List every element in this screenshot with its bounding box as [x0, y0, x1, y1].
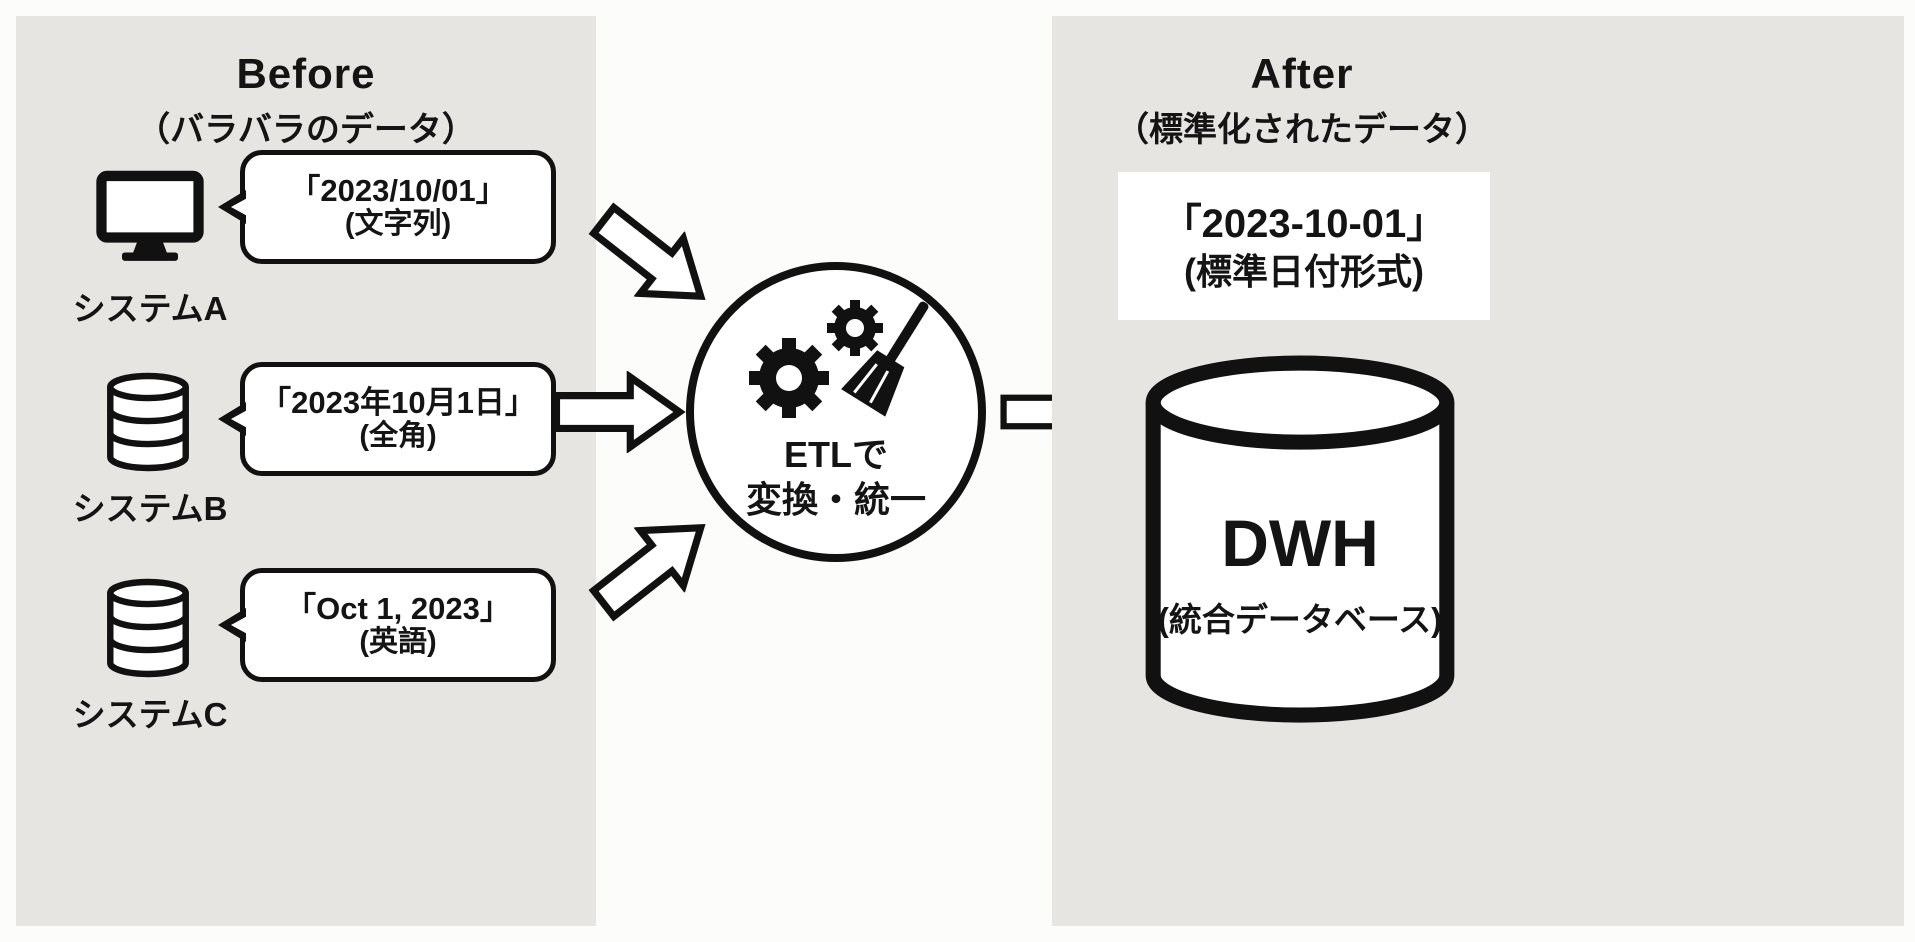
system-b-value: 「2023年10月1日」 — [260, 384, 536, 420]
monitor-icon — [94, 165, 206, 269]
gear-icon — [827, 300, 883, 356]
standardized-date-box: 「2023-10-01」 (標準日付形式) — [1118, 172, 1490, 320]
dwh-subtitle: (統合データベース) — [1157, 601, 1443, 638]
before-panel: Before （バラバラのデータ） システムA 「2023/10/01」 (文字… — [16, 16, 596, 926]
system-c-value: 「Oct 1, 2023」 — [285, 590, 511, 626]
system-a-bubble: 「2023/10/01」 (文字列) — [218, 150, 556, 264]
database-icon — [102, 576, 194, 680]
system-c-bubble: 「Oct 1, 2023」 (英語) — [218, 568, 556, 682]
before-subtitle: （バラバラのデータ） — [136, 111, 476, 149]
broom-icon — [841, 301, 929, 417]
dwh-title: DWH — [1221, 506, 1379, 580]
etl-label-line2: 変換・統一 — [745, 479, 926, 520]
system-b-bubble: 「2023年10月1日」 (全角) — [218, 362, 556, 476]
flow-arrow-b-icon — [552, 371, 686, 453]
bubble-tail-fill — [231, 614, 251, 636]
bubble-tail-fill — [231, 408, 251, 430]
database-icon-svg — [107, 372, 189, 472]
system-a-label: システムA — [72, 290, 228, 327]
monitor-icon-svg — [96, 170, 204, 261]
system-c-type: (英語) — [359, 626, 437, 659]
flow-arrow-c-icon — [588, 523, 706, 622]
before-title: Before — [236, 50, 376, 97]
system-a-value: 「2023/10/01」 — [289, 172, 507, 208]
system-b-type: (全角) — [359, 420, 437, 453]
after-subtitle: （標準化されたデータ） — [1115, 111, 1489, 149]
standardized-date-format: (標準日付形式) — [1184, 250, 1424, 292]
database-icon-svg — [107, 578, 189, 678]
system-c-label: システムC — [72, 696, 228, 733]
after-title: After — [1250, 50, 1354, 97]
etl-gears-broom-icon — [749, 300, 929, 418]
after-panel: After （標準化されたデータ） 「2023-10-01」 (標準日付形式) … — [1052, 16, 1904, 926]
dwh-node: DWH (統合データベース) — [1140, 355, 1460, 725]
etl-process-node: ETLで 変換・統一 — [686, 262, 986, 562]
system-b-label: システムB — [72, 490, 228, 527]
database-icon — [102, 370, 194, 474]
standardized-date-value: 「2023-10-01」 — [1161, 201, 1447, 246]
etl-label-line1: ETLで — [784, 434, 888, 475]
database-cylinder-icon — [1145, 355, 1455, 723]
system-a-type: (文字列) — [344, 208, 452, 241]
etl-label: ETLで 変換・統一 — [694, 432, 978, 522]
bubble-tail-fill — [231, 196, 251, 218]
flow-arrow-a-icon — [588, 202, 706, 301]
gear-icon — [749, 338, 829, 418]
